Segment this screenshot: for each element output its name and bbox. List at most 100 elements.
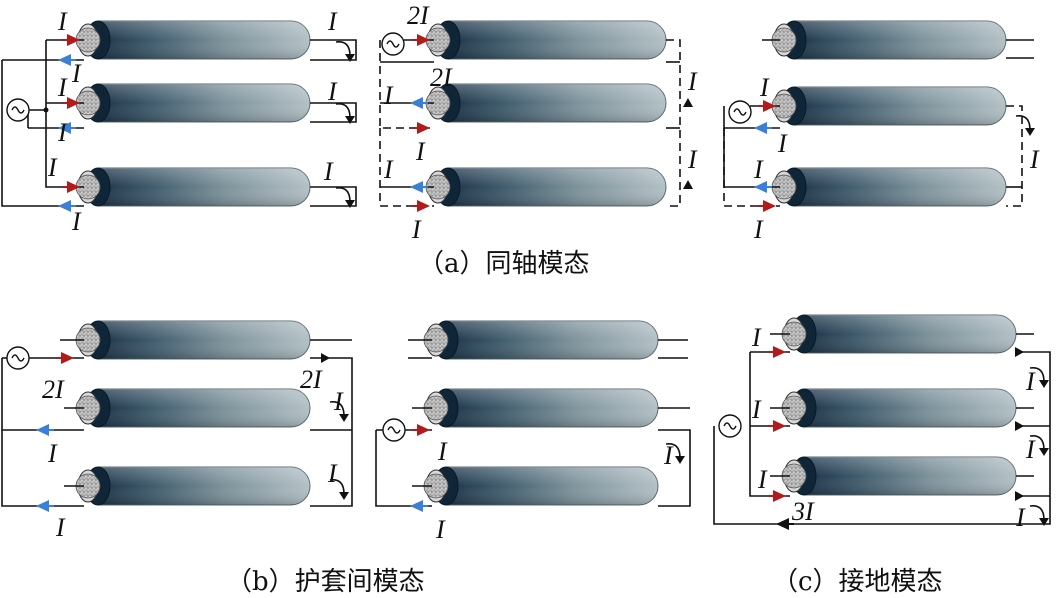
label-c-7: 3I	[791, 497, 815, 526]
label-a3-5: I	[1029, 145, 1040, 174]
label-c-2: I	[751, 395, 762, 424]
curl-c-mid	[1029, 434, 1049, 456]
cable-a3-mid	[771, 86, 1007, 126]
cable-a2-top	[425, 20, 667, 60]
cable-c-top	[781, 314, 1017, 354]
cable-a1-top	[75, 20, 311, 60]
arrow-c-right-bot	[1015, 491, 1024, 501]
cable-b2-top	[423, 320, 659, 360]
label-a1-8: I	[327, 77, 338, 106]
arrow-b2-bot-ret	[410, 500, 428, 512]
label-a3-2: I	[777, 129, 788, 158]
label-a3-4: I	[753, 215, 764, 244]
wire-b1-left-bus2	[1, 430, 84, 507]
wire-a3-left-bus2	[723, 128, 780, 207]
wire-c-right-bus	[1016, 351, 1051, 497]
arrow-b1-right-top	[321, 353, 330, 363]
label-a2-1: 2I	[407, 1, 430, 30]
label-b1-5: I	[327, 459, 338, 488]
label-a1-7: I	[327, 7, 338, 36]
arrow-a1-end-mid	[335, 102, 355, 124]
wire-a2-right-bus	[666, 39, 681, 207]
arrow-b1-top-fwd	[56, 352, 74, 364]
caption-a: （a）同轴模态	[418, 249, 590, 279]
wire-a1-end-top	[310, 39, 357, 61]
wire-c-ground-loop	[713, 426, 1051, 525]
cable-b1-bot	[75, 466, 311, 506]
arrow-a2-bot-ret	[410, 181, 428, 193]
label-b1-1: 2I	[42, 375, 65, 404]
arrow-c-top-fwd	[768, 346, 786, 358]
label-a2-6: I	[411, 215, 422, 244]
label-c-5: I	[1025, 435, 1036, 464]
wire-b2-left-bus	[375, 430, 432, 507]
label-a1-4: I	[57, 118, 68, 147]
arrow-a3-right	[1015, 114, 1035, 136]
arrow-a3-mid-ret	[754, 122, 772, 134]
curl-c-top	[1029, 366, 1049, 388]
cable-c-bot	[781, 456, 1017, 496]
label-a3-1: I	[759, 73, 770, 102]
arrow-a1-end-bot	[335, 186, 355, 208]
label-a1-5: I	[47, 153, 58, 182]
arrow-b2-mid-fwd	[412, 424, 430, 436]
ac-sources	[6, 32, 752, 442]
wire-b1-right-bus	[310, 357, 353, 507]
label-b1-2: 2I	[300, 365, 323, 394]
cable-a3-top	[771, 20, 1007, 60]
label-b1-3: I	[47, 439, 58, 468]
arrow-a3-bot-ret	[754, 181, 772, 193]
ac-source-icon-a2	[381, 32, 405, 56]
arrow-a1-mid-ret	[58, 122, 76, 134]
arrow-b1-bot-ret	[36, 500, 54, 512]
arrow-a2-bot-fwd	[412, 200, 430, 212]
cable-group	[75, 20, 1017, 506]
label-a1-6: I	[71, 207, 82, 236]
arrow-a2-right-bot	[683, 180, 693, 189]
arrow-a1-bot-fwd	[62, 181, 80, 193]
cable-b1-top	[75, 320, 311, 360]
ac-source-icon-a3	[728, 100, 752, 124]
current-arrows	[36, 34, 1049, 530]
arrow-a2-top-fwd	[412, 34, 430, 46]
label-a1-2: I	[71, 59, 82, 88]
cable-a1-mid	[75, 83, 311, 123]
arrow-b1-right-bot	[329, 478, 349, 500]
label-a2-4: I	[415, 137, 426, 166]
label-c-6: I	[1015, 503, 1026, 532]
cable-b1-mid	[75, 388, 311, 428]
label-a1-1: I	[57, 7, 68, 36]
wire-a3-right-bus	[1006, 105, 1023, 207]
cable-b2-bot	[423, 466, 659, 506]
label-a2-8: I	[687, 145, 698, 174]
ac-source-icon	[6, 98, 30, 122]
arrow-a1-top-ret	[58, 54, 76, 66]
arrow-b2-right	[665, 442, 685, 464]
arrow-a2-mid-ret	[410, 97, 428, 109]
cable-b2-mid	[423, 388, 659, 428]
label-a1-9: I	[323, 157, 334, 186]
arrow-a3-bot-fwd	[758, 200, 776, 212]
label-b2-1: I	[437, 437, 448, 466]
ac-source-icon-c	[718, 414, 742, 438]
label-b2-2: I	[663, 441, 674, 470]
cable-c-mid	[781, 388, 1017, 428]
arrow-c-right-mid	[1015, 421, 1024, 431]
arrow-c-bot-fwd	[768, 490, 786, 502]
arrow-a2-right-top	[683, 98, 693, 107]
wire-a1-end-mid	[310, 102, 357, 123]
arrow-a1-mid-fwd	[62, 97, 80, 109]
wire-a2-left-bus2	[379, 128, 434, 207]
wire-b2-right-bus	[658, 429, 691, 507]
arrow-b1-mid-ret	[36, 424, 54, 436]
arrow-b1-right-mid	[329, 400, 349, 422]
label-a2-2: 2I	[430, 63, 453, 92]
label-c-3: I	[757, 465, 768, 494]
caption-c: （c）接地模态	[772, 567, 943, 597]
label-a2-5: I	[383, 155, 394, 184]
label-a3-3: I	[753, 155, 764, 184]
label-b1-4: I	[333, 387, 344, 416]
arrow-a1-top-fwd	[62, 34, 80, 46]
cable-a2-mid	[425, 83, 667, 123]
wire-a1-sheath-bus	[1, 60, 84, 207]
